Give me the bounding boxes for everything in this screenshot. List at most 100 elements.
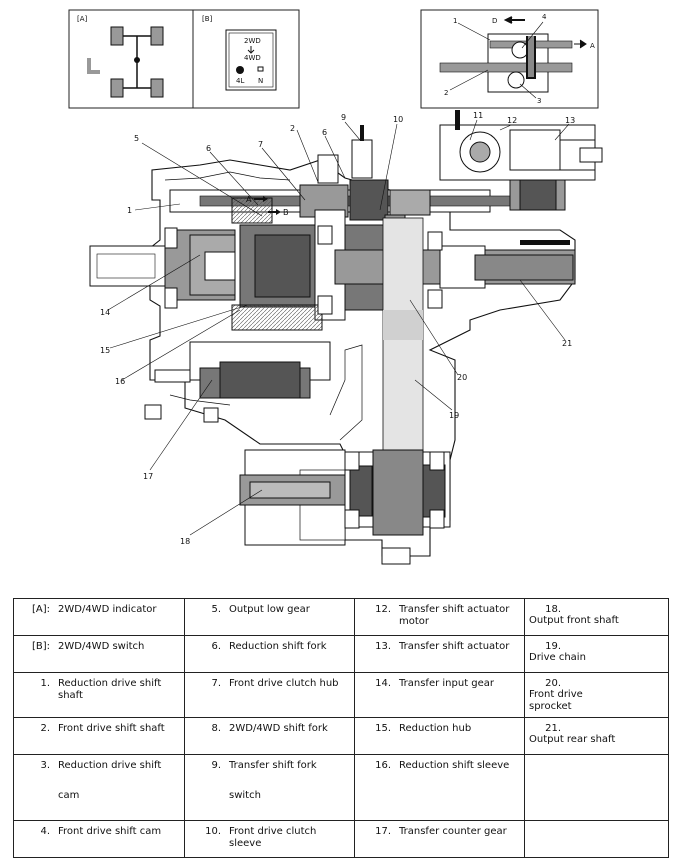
inset-shift-cam-detail: 1 2 3 4 D A xyxy=(420,9,599,109)
legend-description: Reduction shift fork xyxy=(229,641,327,652)
legend-description: Front drive clutch sleeve xyxy=(229,826,317,849)
legend-description-line2: cam xyxy=(58,790,80,801)
legend-number: [A]: xyxy=(31,604,50,615)
legend-description: Output low gear xyxy=(229,604,310,615)
legend-number: 18. xyxy=(545,604,561,615)
detail-callout-2: 2 xyxy=(444,89,448,97)
legend-number: 17. xyxy=(375,826,391,837)
inset-b-label: [B] xyxy=(202,15,213,23)
callout-15: 15 xyxy=(100,346,110,355)
detail-callout-1: 1 xyxy=(453,17,457,25)
legend-number: 14. xyxy=(375,678,391,689)
drive-chain xyxy=(382,217,424,489)
legend-description: Front drive clutch hub xyxy=(229,678,339,689)
bearings xyxy=(144,225,445,565)
switch-4wd-label: 4WD xyxy=(244,54,261,62)
legend-number: 9. xyxy=(211,760,221,771)
legend-number: 13. xyxy=(375,641,391,652)
legend-number: 19. xyxy=(545,641,561,652)
detail-callout-4: 4 xyxy=(542,13,547,21)
detail-label-d: D xyxy=(492,17,497,25)
callout-20: 20 xyxy=(457,373,467,382)
callout-1: 1 xyxy=(127,206,132,215)
legend-description: Transfer shift actuator xyxy=(399,641,510,652)
legend-cell: 3. Reduction drive shift cam xyxy=(13,754,185,821)
switch-4l-label: 4L xyxy=(236,77,244,85)
legend-cell: 20.Front drive sprocket xyxy=(524,672,669,718)
callout-21: 21 xyxy=(562,339,572,348)
callout-6a: 6 xyxy=(206,144,211,153)
transfer-shift-actuator xyxy=(439,110,603,181)
legend-number: 1. xyxy=(40,678,50,689)
callout-numbers: 1 2 5 6 6 7 9 10 11 12 13 14 15 16 17 18… xyxy=(100,111,575,546)
callout-10: 10 xyxy=(393,115,403,124)
legend-cell: 10. Front drive clutch sleeve xyxy=(184,820,355,858)
legend-description: Front drive shift shaft xyxy=(58,723,165,734)
legend-row: 4. Front drive shift cam 10. Front drive cl… xyxy=(13,820,669,858)
legend-description: 2WD/4WD switch xyxy=(58,641,145,652)
legend-cell: 7.Front drive clutch hub xyxy=(184,672,355,718)
legend-description-line1: Reduction drive shift xyxy=(58,760,162,771)
legend-row: 2. Front drive shift shaft 8.2WD/4WD shift… xyxy=(13,717,669,755)
callout-14: 14 xyxy=(100,308,110,317)
legend-description-line1: Transfer shift fork xyxy=(229,760,317,771)
inset-b-2wd-4wd-switch: [B] 2WD 4WD 4L N xyxy=(192,9,300,109)
legend-description: Reduction drive shift cam xyxy=(58,760,176,802)
legend-description: Reduction hub xyxy=(399,723,472,734)
legend-number: 4. xyxy=(40,826,50,837)
legend-row: 3. Reduction drive shift cam 9. Transfer shi… xyxy=(13,754,669,821)
callout-7: 7 xyxy=(258,140,263,149)
legend-cell: 19.Drive chain xyxy=(524,635,669,673)
legend-cell: 13. Transfer shift actuator xyxy=(354,635,525,673)
callout-13: 13 xyxy=(565,116,575,125)
legend-description: Output front shaft xyxy=(529,615,619,626)
legend-description: 2WD/4WD shift fork xyxy=(229,723,328,734)
legend-description: Front drive shift cam xyxy=(58,826,162,837)
transfer-case-cross-section-diagram: [A] [B] 2WD 4WD 4L N 1 2 3 xyxy=(68,9,603,565)
callout-18: 18 xyxy=(180,537,190,546)
legend-number: 2. xyxy=(40,723,50,734)
arrow-b-label: B xyxy=(283,208,289,217)
legend-cell: 14. Transfer input gear xyxy=(354,672,525,718)
legend-cell xyxy=(524,754,669,821)
legend-cell: 2. Front drive shift shaft xyxy=(13,717,185,755)
legend-number: 16. xyxy=(375,760,391,771)
legend-cell: 8.2WD/4WD shift fork xyxy=(184,717,355,755)
legend-cell: 16. Reduction shift sleeve xyxy=(354,754,525,821)
legend-description: Transfer input gear xyxy=(399,678,495,689)
callout-17: 17 xyxy=(143,472,153,481)
callout-2: 2 xyxy=(290,124,295,133)
legend-cell: 5. Output low gear xyxy=(184,598,355,636)
callout-11: 11 xyxy=(473,111,483,120)
transfer-counter-gear xyxy=(154,341,331,399)
legend-cell: 1.Reduction drive shift shaft xyxy=(13,672,185,718)
legend-cell: 21.Output rear shaft xyxy=(524,717,669,755)
callout-leader-lines xyxy=(107,119,570,536)
shift-direction-arrows: A B xyxy=(246,195,289,217)
legend-cell: 12.Transfer shift actuator motor xyxy=(354,598,525,636)
legend-description-line2: switch xyxy=(229,790,261,801)
callout-6b: 6 xyxy=(322,128,327,137)
output-rear-shaft xyxy=(334,240,576,289)
arrow-a-label: A xyxy=(246,195,252,204)
switch-2wd-label: 2WD xyxy=(244,37,261,45)
inset-a-2wd-4wd-indicator: [A] xyxy=(68,9,194,109)
legend-number: 3. xyxy=(40,760,50,771)
callout-19: 19 xyxy=(449,411,459,420)
legend-number: 15. xyxy=(375,723,391,734)
callout-16: 16 xyxy=(115,377,125,386)
legend-cell: 18.Output front shaft xyxy=(524,598,669,636)
legend-number: 10. xyxy=(205,826,221,837)
input-shaft xyxy=(89,229,236,301)
legend-cell: 9. Transfer shift fork switch xyxy=(184,754,355,821)
legend-cell: 15. Reduction hub xyxy=(354,717,525,755)
legend-number: 20. xyxy=(545,678,561,689)
legend-number: 5. xyxy=(211,604,221,615)
legend-cell: [B]:2WD/4WD switch xyxy=(13,635,185,673)
legend-number: 12. xyxy=(375,604,391,615)
legend-description: Reduction shift sleeve xyxy=(399,760,510,771)
